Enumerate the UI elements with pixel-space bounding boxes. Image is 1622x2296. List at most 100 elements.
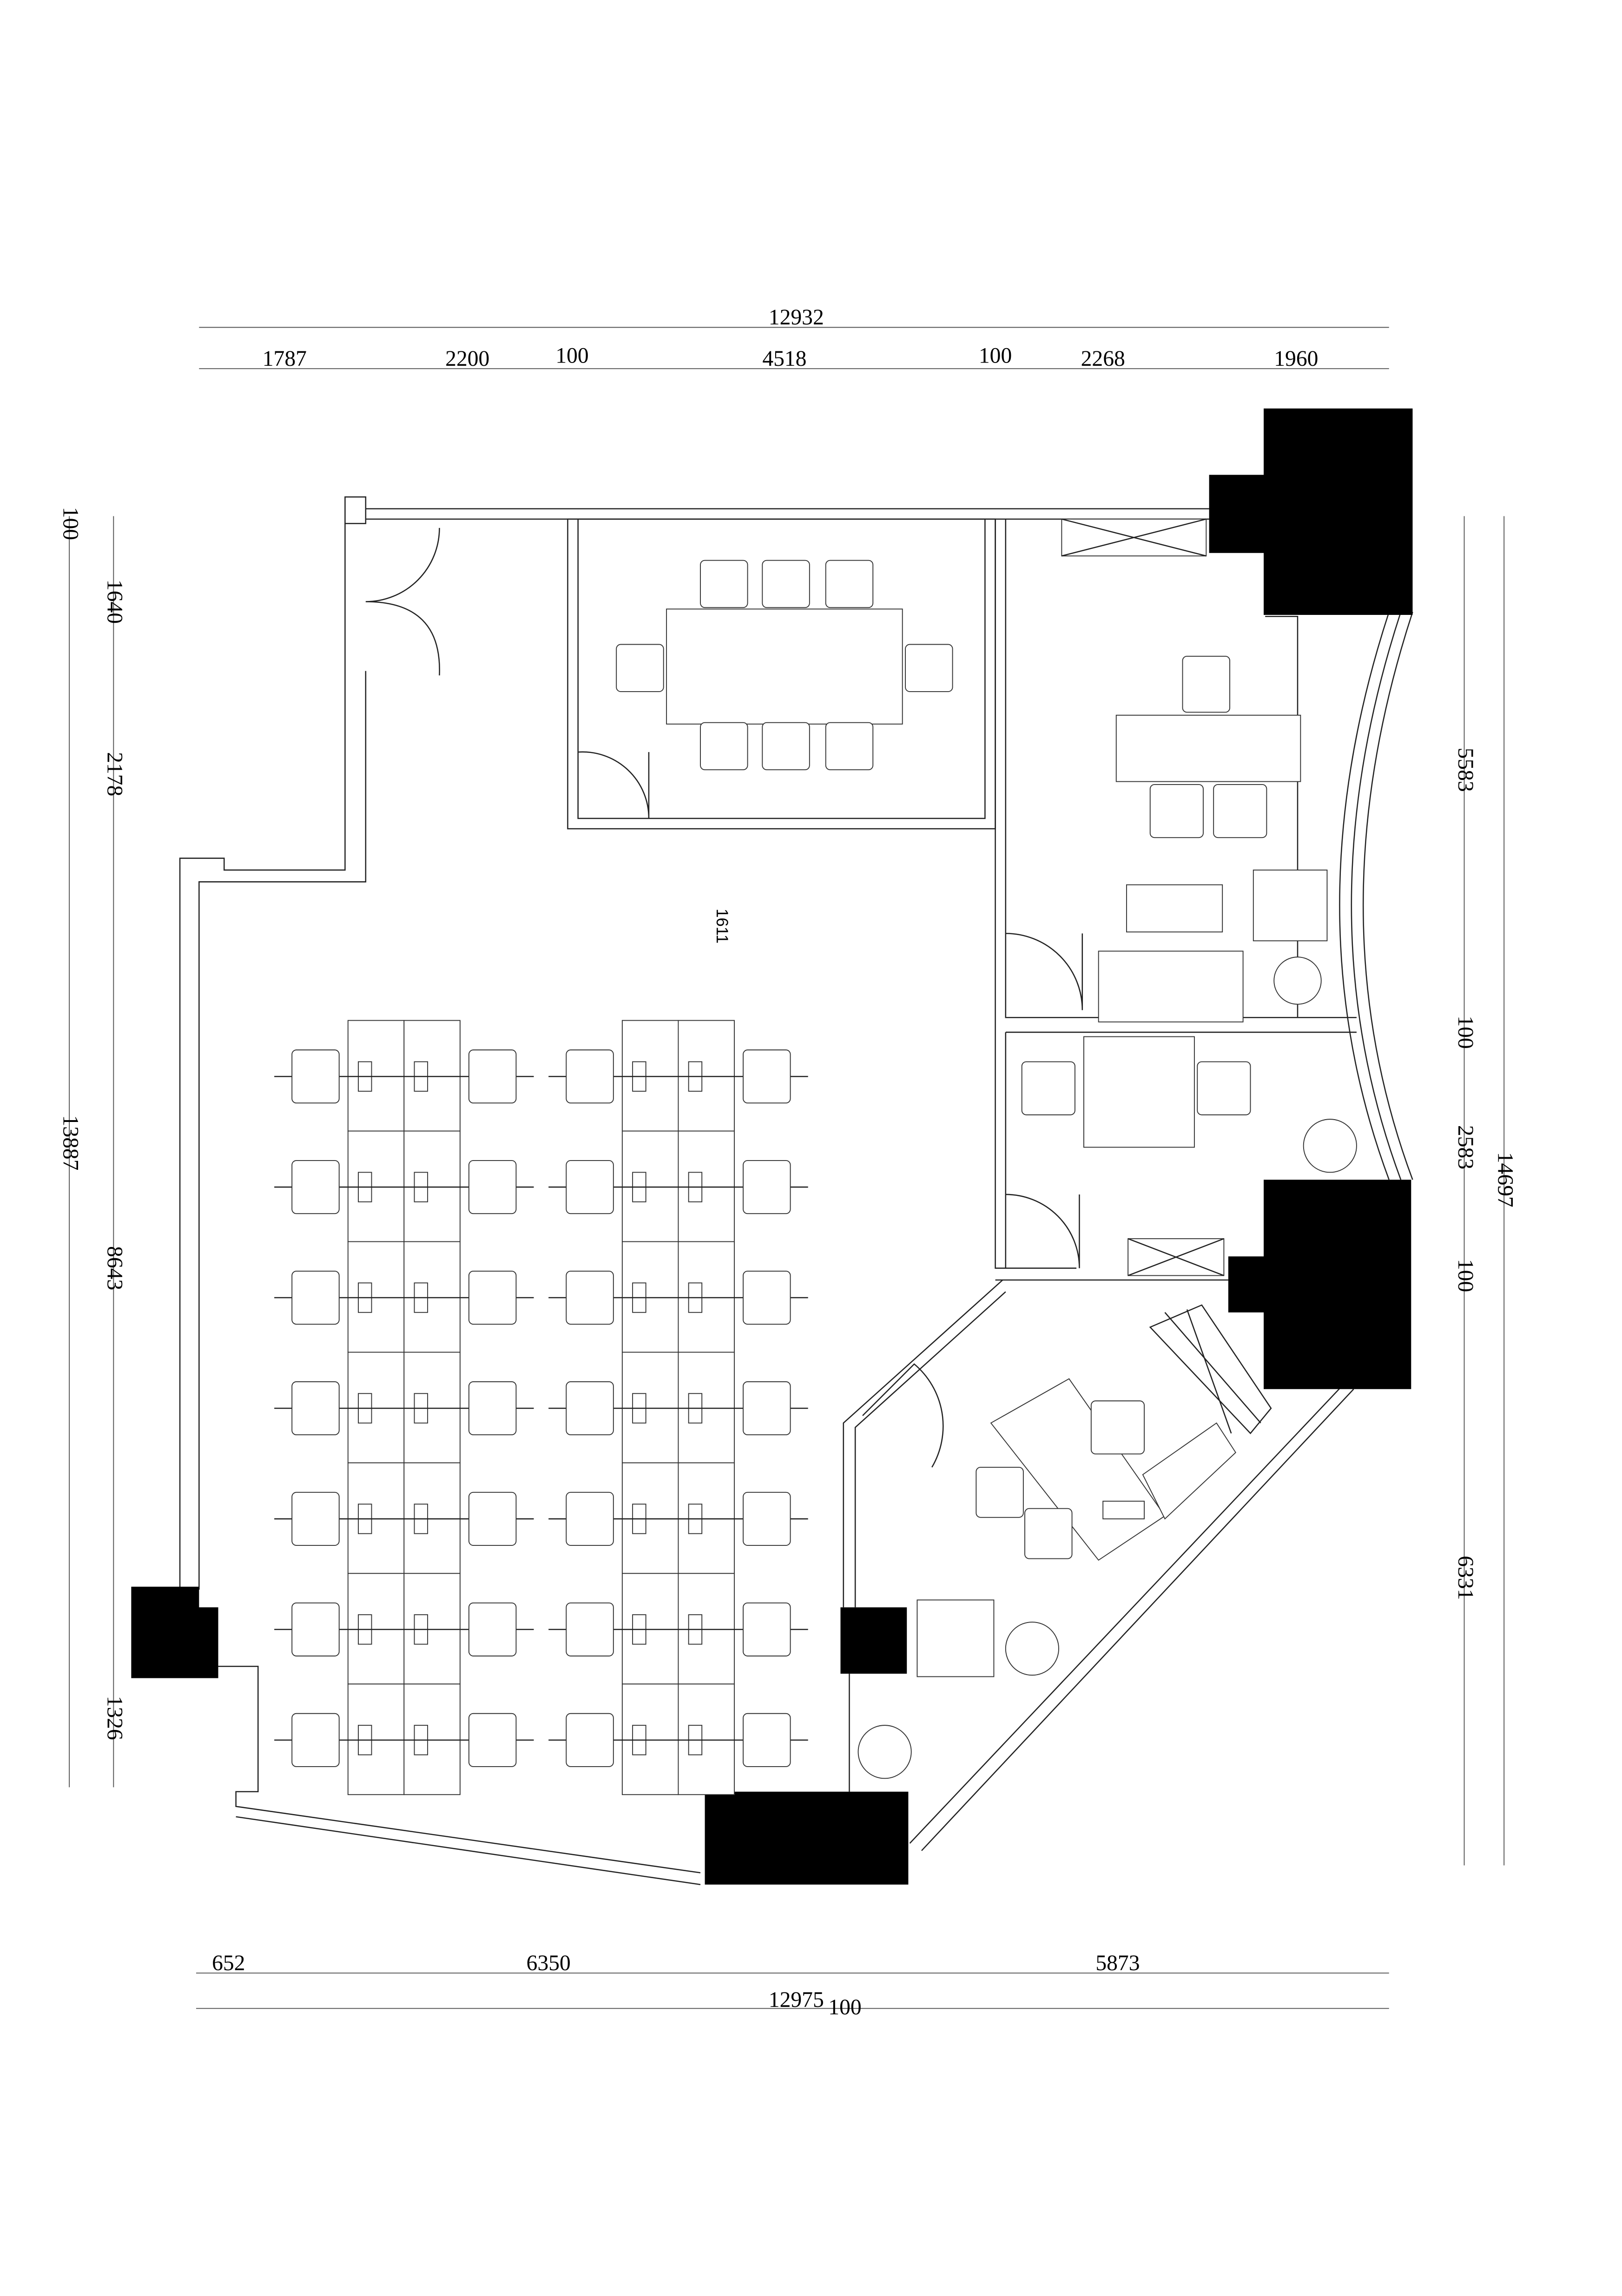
chair-seat — [1197, 1061, 1251, 1115]
chairs — [291, 560, 1267, 1767]
chair — [1021, 1061, 1075, 1115]
chair-seat — [566, 1713, 614, 1767]
chair — [468, 1049, 517, 1104]
chair — [468, 1602, 517, 1656]
desk — [403, 1573, 461, 1685]
dim-right-1: 5583 — [1453, 748, 1477, 792]
chair-seat — [566, 1602, 614, 1656]
chair — [700, 560, 748, 608]
chair — [291, 1049, 340, 1104]
chair-seat — [700, 722, 748, 771]
desk — [621, 1683, 679, 1795]
chair-seat — [1021, 1061, 1075, 1115]
workstation-area — [274, 1020, 808, 1795]
chair — [566, 1381, 614, 1436]
dim-bottom-2: 6350 — [527, 1951, 571, 1975]
chair-seat — [743, 1160, 791, 1214]
chair-seat — [743, 1491, 791, 1546]
dim-left-total: 13887 — [58, 1115, 82, 1170]
desk — [621, 1352, 679, 1464]
desk — [621, 1462, 679, 1574]
chair-seat — [1090, 1400, 1145, 1455]
dim-top-6: 2268 — [1081, 347, 1125, 371]
chair — [743, 1270, 791, 1325]
dim-top-total: 12932 — [769, 305, 824, 330]
chair — [566, 1713, 614, 1767]
chair-seat — [566, 1491, 614, 1546]
structural-columns — [131, 408, 1413, 1885]
office-furniture — [857, 518, 1357, 1779]
chair — [1213, 784, 1267, 838]
chair-seat — [566, 1381, 614, 1436]
chair-seat — [468, 1713, 517, 1767]
chair — [566, 1049, 614, 1104]
chair — [291, 1381, 340, 1436]
chair — [743, 1491, 791, 1546]
chair — [468, 1160, 517, 1214]
chair-seat — [905, 644, 953, 692]
chair — [468, 1270, 517, 1325]
dim-left-2: 1640 — [103, 580, 127, 624]
chair-seat — [468, 1270, 517, 1325]
dim-bottom-total: 12975 — [769, 1988, 824, 2012]
desk — [621, 1241, 679, 1353]
desk — [347, 1573, 405, 1685]
desk — [678, 1020, 735, 1132]
chair-seat — [291, 1602, 340, 1656]
chair-seat — [743, 1602, 791, 1656]
desk — [403, 1241, 461, 1353]
desk — [403, 1020, 461, 1132]
chair — [566, 1160, 614, 1214]
chair — [468, 1713, 517, 1767]
desk — [678, 1241, 735, 1353]
chair — [616, 644, 664, 692]
chair — [566, 1602, 614, 1656]
chair — [743, 1713, 791, 1767]
desk — [347, 1130, 405, 1242]
desk — [678, 1683, 735, 1795]
desk — [621, 1573, 679, 1685]
chair — [291, 1270, 340, 1325]
chair — [1149, 784, 1204, 838]
chair — [905, 644, 953, 692]
chair-seat — [291, 1049, 340, 1104]
dim-left-3: 2178 — [103, 752, 127, 796]
desk — [347, 1462, 405, 1574]
chair-seat — [743, 1049, 791, 1104]
chair — [291, 1602, 340, 1656]
desk — [621, 1130, 679, 1242]
dim-bottom-3: 5873 — [1095, 1951, 1140, 1975]
dim-top-4: 4518 — [762, 347, 806, 371]
chair-seat — [468, 1491, 517, 1546]
meeting-table — [666, 608, 903, 725]
dim-left-5: 1326 — [103, 1696, 127, 1740]
dim-left-4: 8643 — [103, 1246, 127, 1290]
desk — [678, 1573, 735, 1685]
chair-seat — [825, 560, 874, 608]
desk — [347, 1352, 405, 1464]
dim-right-3: 2583 — [1453, 1125, 1477, 1169]
chair — [743, 1160, 791, 1214]
chair — [291, 1713, 340, 1767]
chair — [291, 1491, 340, 1546]
chair-seat — [566, 1160, 614, 1214]
chair-seat — [468, 1381, 517, 1436]
chair — [291, 1160, 340, 1214]
desk — [621, 1020, 679, 1132]
chair — [825, 722, 874, 771]
desk — [403, 1462, 461, 1574]
dim-right-4: 100 — [1453, 1259, 1477, 1292]
chair — [825, 560, 874, 608]
doors[interactable] — [365, 528, 1083, 1468]
dim-top-1: 1787 — [263, 347, 307, 371]
chair-seat — [291, 1381, 340, 1436]
chair-seat — [743, 1381, 791, 1436]
chair-seat — [1149, 784, 1204, 838]
chair-seat — [291, 1491, 340, 1546]
chair-seat — [616, 644, 664, 692]
chair-seat — [1182, 655, 1231, 713]
dim-right-5: 6331 — [1453, 1556, 1477, 1600]
desk — [347, 1683, 405, 1795]
chair — [468, 1491, 517, 1546]
